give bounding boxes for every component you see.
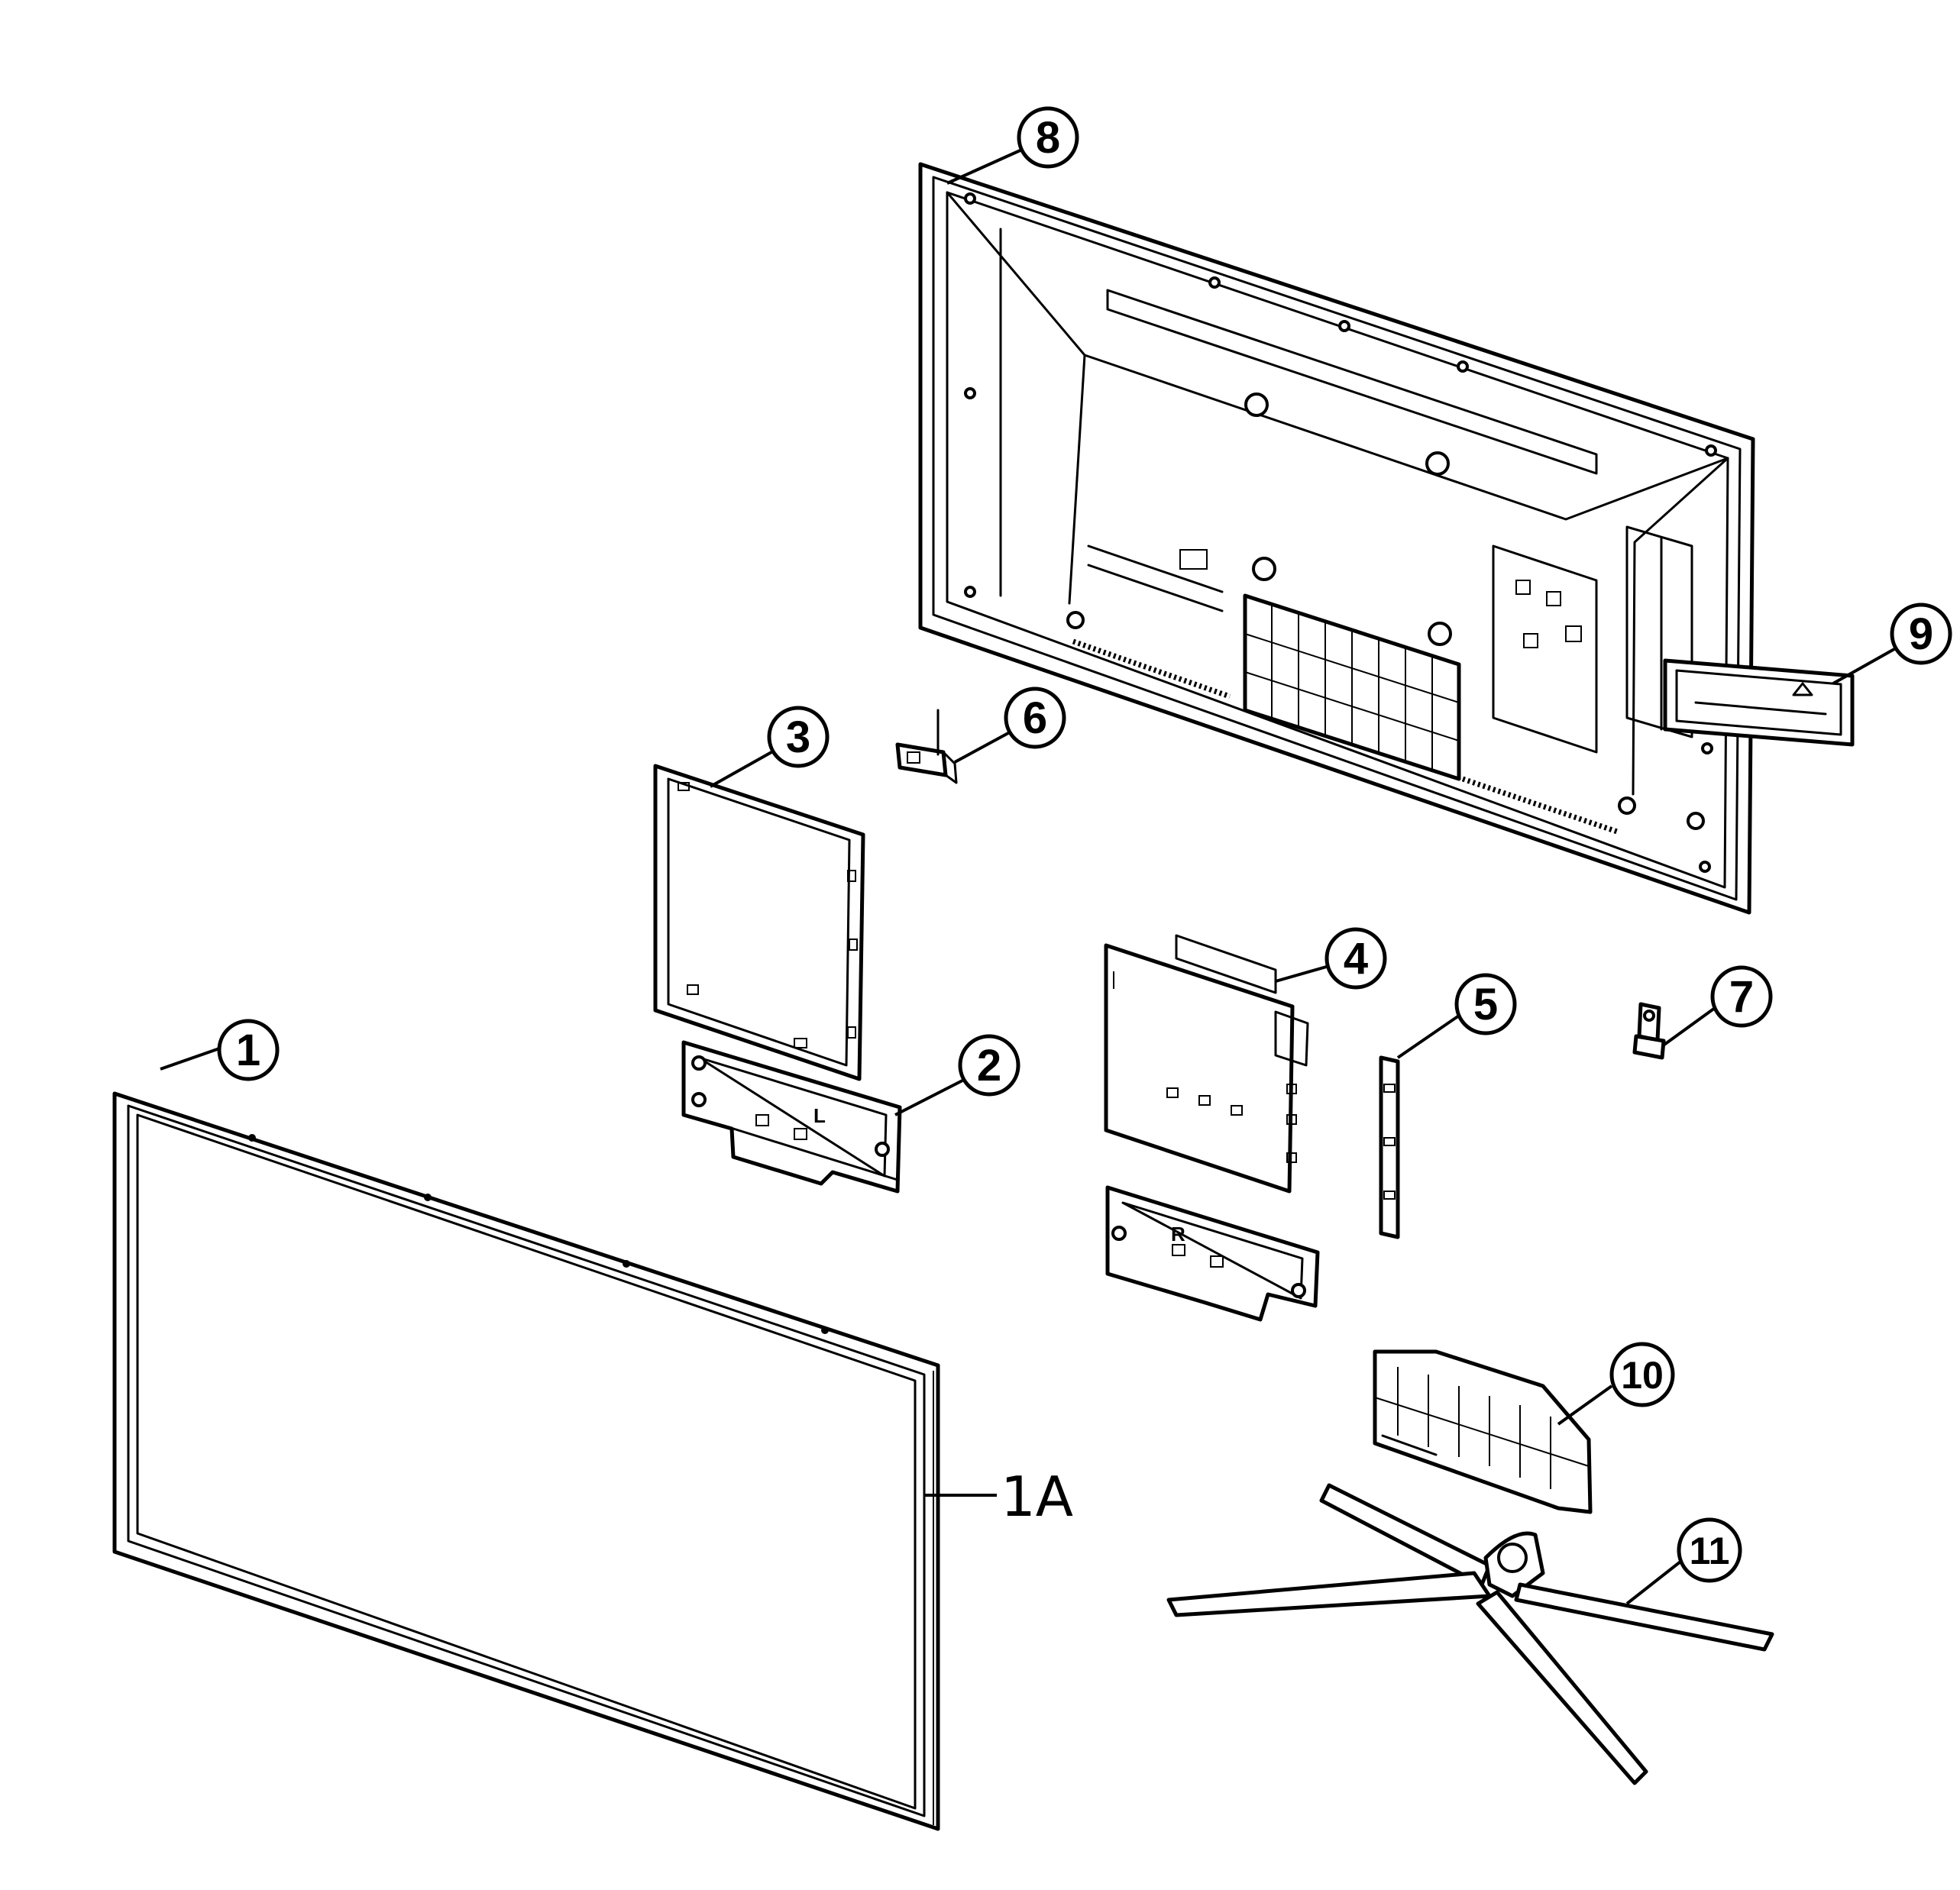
connector-part[interactable] — [1632, 1002, 1666, 1060]
callout-8-label: 8 — [1036, 113, 1060, 163]
power-board-part[interactable] — [653, 764, 865, 1081]
callout-11: 11 — [1625, 1517, 1742, 1605]
callout-8: 8 — [946, 106, 1079, 185]
callout-1-label: 1 — [236, 1026, 260, 1075]
callout-6: 6 — [954, 687, 1066, 764]
right-speaker-bracket-part[interactable]: R — [1105, 1185, 1320, 1322]
right-bracket-mark: R — [1171, 1223, 1185, 1245]
callout-5: 5 — [1396, 973, 1517, 1059]
left-bracket-mark: L — [813, 1104, 826, 1127]
callout-2: 2 — [894, 1034, 1020, 1116]
callout-1: 1 — [160, 1019, 280, 1081]
callout-9-label: 9 — [1909, 609, 1933, 659]
callout-4: 4 — [1275, 927, 1387, 990]
callout-5-label: 5 — [1473, 980, 1498, 1029]
terminal-cover-part[interactable] — [1663, 658, 1855, 747]
callout-7: 7 — [1661, 965, 1773, 1048]
callout-11-label: 11 — [1690, 1530, 1730, 1572]
callout-6-label: 6 — [1023, 693, 1047, 743]
callout-3-label: 3 — [786, 712, 810, 762]
rear-cover-part[interactable] — [918, 162, 1755, 915]
callout-1a-label: 1A — [1001, 1465, 1073, 1529]
callout-3: 3 — [710, 706, 830, 788]
callout-2-label: 2 — [977, 1041, 1001, 1090]
callout-10: 10 — [1557, 1342, 1675, 1426]
callout-7-label: 7 — [1729, 972, 1754, 1022]
button-strip-part[interactable] — [1379, 1055, 1400, 1239]
left-speaker-bracket-part[interactable]: L — [681, 1040, 902, 1194]
callout-1a: 1A — [924, 1465, 1073, 1529]
callout-10-label: 10 — [1621, 1354, 1664, 1397]
callout-4-label: 4 — [1344, 934, 1368, 984]
main-board-part[interactable] — [1104, 934, 1309, 1194]
callout-9: 9 — [1832, 603, 1952, 685]
stand-neck-part[interactable] — [1373, 1349, 1593, 1514]
ir-sensor-module-part[interactable] — [895, 709, 958, 784]
lcd-panel-part[interactable] — [112, 1091, 940, 1831]
stand-base-part[interactable] — [1166, 1483, 1774, 1785]
